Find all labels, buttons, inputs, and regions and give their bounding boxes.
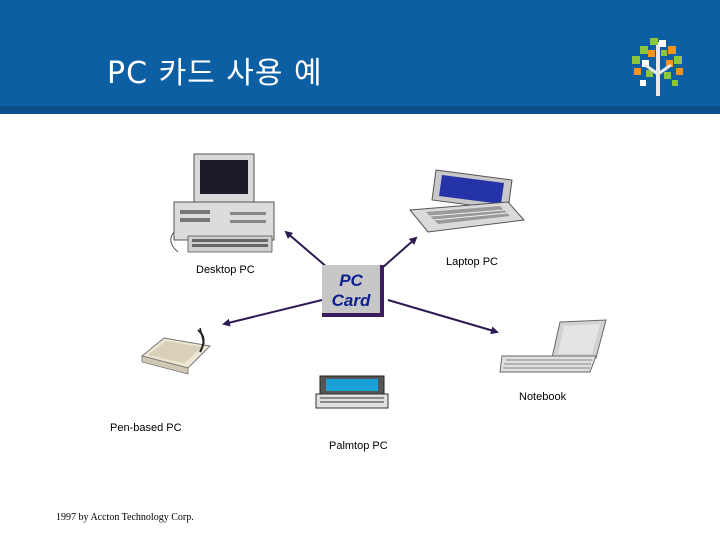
pen-based-pc-label: Pen-based PC bbox=[110, 422, 182, 434]
header-shade bbox=[0, 106, 720, 114]
arrow-to-pen-based bbox=[222, 299, 323, 327]
notebook-icon bbox=[499, 319, 607, 373]
pc-card-line2: Card bbox=[331, 291, 371, 310]
pen-based-pc-icon bbox=[140, 327, 212, 375]
arrow-to-laptop bbox=[381, 236, 418, 269]
pc-card: PC Card bbox=[322, 265, 384, 317]
desktop-pc-label: Desktop PC bbox=[196, 264, 255, 276]
desktop-pc-icon bbox=[170, 153, 275, 253]
pc-card-line1: PC bbox=[339, 271, 363, 290]
laptop-pc-icon bbox=[409, 169, 526, 233]
laptop-pc-label: Laptop PC bbox=[446, 256, 498, 268]
tree-logo-icon bbox=[632, 38, 683, 96]
header-banner: PC 카드 사용 예 bbox=[0, 0, 720, 114]
footer-copyright: 1997 by Accton Technology Corp. bbox=[56, 512, 194, 523]
arrow-to-notebook bbox=[387, 299, 499, 335]
notebook-label: Notebook bbox=[519, 391, 567, 403]
palmtop-pc-icon bbox=[315, 375, 389, 409]
arrow-to-desktop bbox=[284, 230, 329, 269]
slide-title: PC 카드 사용 예 bbox=[107, 56, 323, 91]
palmtop-pc-label: Palmtop PC bbox=[329, 440, 388, 452]
